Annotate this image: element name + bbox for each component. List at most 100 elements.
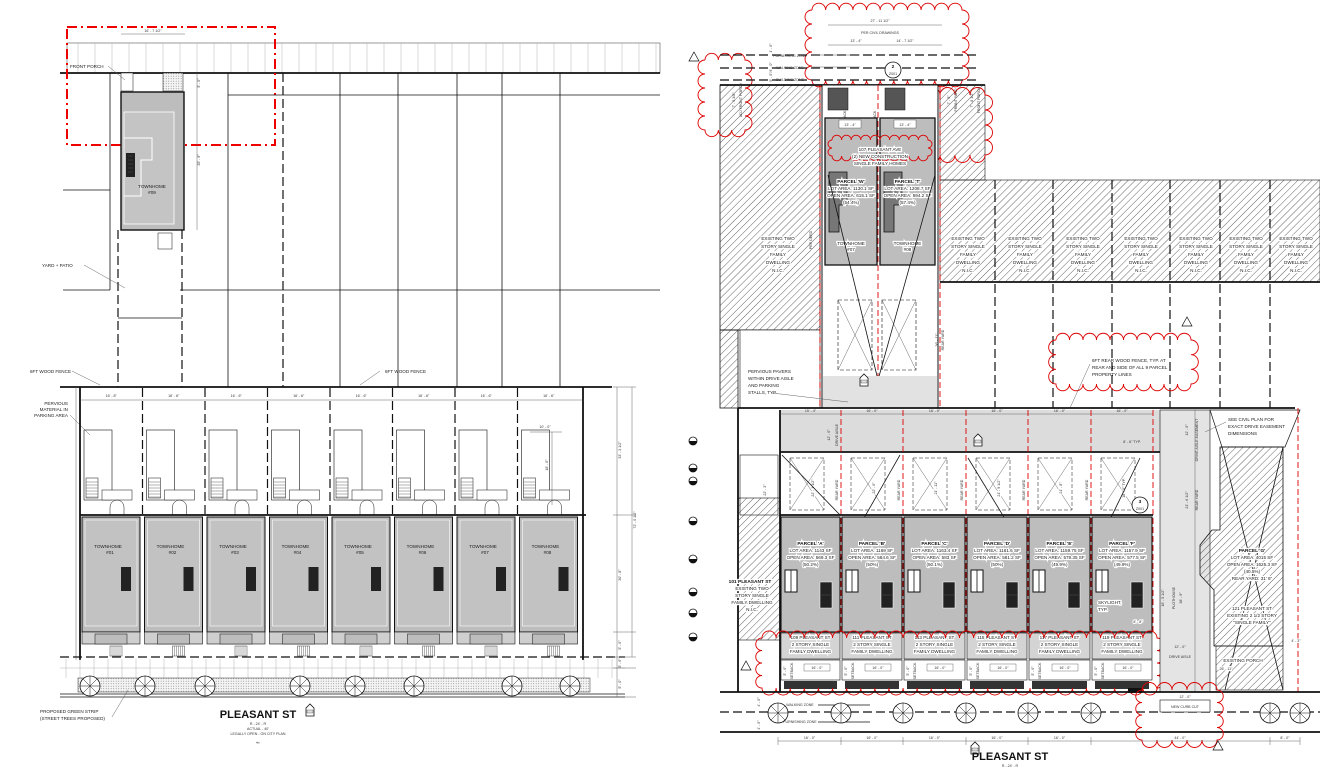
house-dim: 13' - 4": [844, 123, 856, 127]
existing-dwelling-text: N.I.C.: [1135, 268, 1147, 273]
section-cut-fill: [689, 637, 697, 641]
tree-branch: [1020, 712, 1029, 721]
leader: [771, 392, 849, 403]
parcel-lot-area: LOT AREA: 1143 SF: [790, 548, 832, 553]
front-stoop: [1032, 681, 1087, 689]
tree-branch: [144, 685, 153, 694]
tree-branch: [1292, 705, 1301, 714]
easement-trapezoid: [1209, 409, 1301, 448]
porch-row: [903, 632, 966, 660]
setback-dim: 5' - 0": [969, 666, 973, 676]
existing-dwelling-text: STORY SINGLE: [1279, 244, 1313, 249]
existing-dwelling-text: DWELLING: [1234, 260, 1258, 265]
easement-dim: 12' - 0": [1185, 424, 1189, 436]
existing-dwelling-text: EXISTING TWO: [1229, 236, 1263, 241]
neighbor-yard: [739, 329, 821, 409]
zone-building: BUILDING ZONE: [776, 78, 805, 82]
skylight-label: SKYLIGHT,: [1098, 600, 1122, 605]
zone-dim: 4' - 0": [757, 720, 761, 730]
parcel-name: PARCEL 'F': [1109, 541, 1135, 547]
adj-front-porch-dim: 7' - 9 3/8": [732, 92, 736, 108]
parcel-name: PARCEL 'E': [1046, 541, 1072, 547]
tree-branch: [197, 685, 206, 694]
leader: [359, 370, 381, 386]
bay-inner-depth: 18' - 0": [545, 459, 549, 471]
rear-yard-dim: 36' - 11": [935, 333, 939, 347]
townhome-number: #05: [356, 550, 364, 555]
diagonal: [1221, 446, 1284, 691]
tree-branch: [504, 678, 513, 687]
drive-dim: 15' - 4": [805, 409, 817, 413]
dim-box: [893, 119, 917, 129]
parcel-description: "SINGLE FAMILY": [1233, 620, 1271, 625]
existing-porch-label: EXISTING PORCH: [1223, 658, 1262, 663]
existing-dwelling-text: N.I.C.: [962, 268, 974, 273]
curb-dim: 12' - 0": [1174, 645, 1186, 649]
existing-dwelling-text: STORY SINGLE: [1179, 244, 1213, 249]
walking-zone-label: WALKING ZONE: [786, 703, 814, 707]
bay-dim: 16' - 6": [293, 394, 305, 398]
townhome-label: TOWNHOME: [532, 544, 560, 549]
dwelling-type: FAMILY DWELLING: [976, 649, 1018, 654]
tree-branch: [569, 678, 578, 687]
parking-pad: [458, 429, 488, 501]
new-curb-cut-label: NEW CURB CUT: [1171, 705, 1200, 709]
street-tree-icon: [830, 702, 852, 724]
sidewalk: [66, 42, 661, 74]
parcel-address: 115 PLEASANT ST: [977, 635, 1017, 640]
dim-left: 13' - 4": [850, 39, 862, 43]
townhome-number: #06: [419, 550, 427, 555]
existing-dwelling-text: STORY SINGLE: [761, 244, 795, 249]
drive-dim: 16' - 0": [1116, 409, 1128, 413]
street-tree-icon: [1080, 702, 1102, 724]
parcel-open-pct: (40.5%): [1244, 569, 1261, 574]
new-homes-label: (2) NEW CONSTRUCTION: [852, 154, 908, 159]
stall-x: [1037, 457, 1073, 511]
existing-dwelling-text: DWELLING: [766, 260, 790, 265]
setback-label: SETBACK: [790, 662, 794, 679]
neighbor-101-text: EXISTING TWO: [735, 586, 769, 591]
rear-deck: [101, 489, 133, 501]
tree-branch: [292, 678, 301, 687]
parcel-open-area: OPEN AREA: 569.3 SF: [787, 555, 835, 560]
parcel-address: 119 PLEASANT ST: [1102, 635, 1142, 640]
rear-stoop: [547, 499, 562, 515]
tree-branch: [406, 678, 415, 687]
drive-aisle-label: DRIVE AISLE: [835, 423, 839, 446]
parcel-open-area: OPEN AREA: 577.5 SF: [1098, 555, 1146, 560]
dim-porch: 5' - 0": [618, 640, 622, 650]
parking-pad: [271, 429, 300, 501]
dwelling-type: 2 STORY SINGLE: [978, 642, 1016, 647]
front-porch-dim: 7' - 8 1/2": [970, 92, 974, 108]
per-deed-label: PER DEED: [809, 230, 813, 249]
bay-inner-width: 10' - 0": [539, 425, 551, 429]
furnishing-zone-label: FURNISHING ZONE: [783, 720, 817, 724]
section-number: 2: [892, 64, 895, 70]
neighbor-hatch-left: [719, 84, 821, 331]
porch-roof: [407, 633, 440, 645]
townhome-label: TOWNHOME: [219, 544, 247, 549]
dwelling-type: 2 STORY SINGLE: [792, 642, 830, 647]
tree-branch: [299, 685, 308, 694]
new-homes-address: 107 PLEASANT AVE: [859, 147, 902, 152]
tree-branch: [347, 685, 356, 694]
tree-branch: [89, 685, 98, 694]
parcel-g-hatch: [1199, 446, 1284, 647]
dim-overall: 72' - 0 1/2": [633, 511, 637, 529]
existing-dwelling-text: EXISTING TWO: [1124, 236, 1158, 241]
dim-box: [838, 119, 862, 129]
parcel-open-area: OPEN AREA: 584.6 SF: [848, 555, 896, 560]
bay-dim: 16' - 6": [418, 394, 430, 398]
street-status: LEGALLY OPEN - ON CITY PLAN: [231, 732, 286, 736]
parcel-open-pct: (54.4%): [843, 200, 860, 205]
existing-dwelling-text: N.I.C.: [1240, 268, 1252, 273]
stair-icon: [126, 153, 135, 177]
tree-branch: [770, 705, 779, 714]
stall-depth: 21' - 11": [934, 481, 938, 495]
bay-dim: 16' - 6": [481, 394, 493, 398]
existing-dwelling-text: DWELLING: [1013, 260, 1037, 265]
tree-branch: [347, 678, 356, 687]
street-tree-icon: [767, 702, 789, 724]
